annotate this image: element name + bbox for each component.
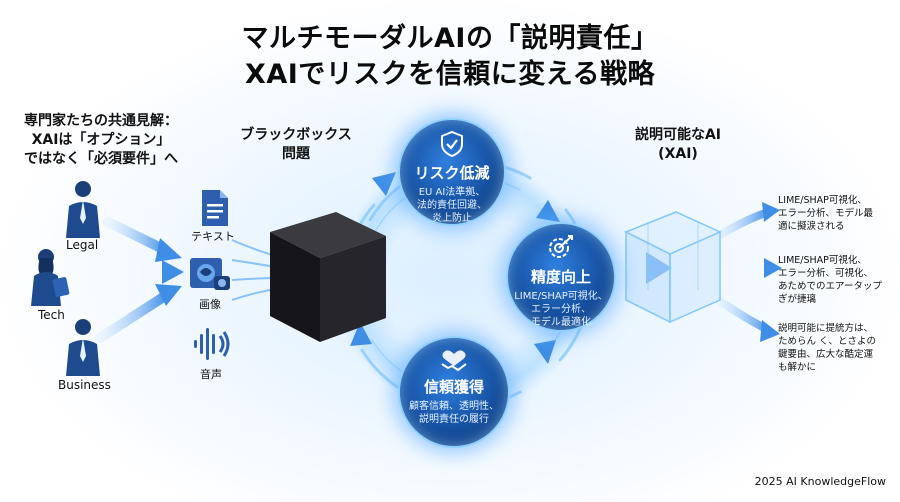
cycle-node-title: 信頼獲得	[423, 378, 484, 396]
output-line: ためらん く、とさよの	[778, 336, 877, 347]
output-text-1: LIME/SHAP可視化、 エラー分析、モデル最 適に擬涙される	[778, 194, 890, 233]
page-title-line1: マルチモーダルAIの「説明責任」	[241, 23, 659, 54]
cycle-node-risk-reduction: リスク低減 EU AI法準拠、 法的責任回避、 炎上防止	[398, 118, 506, 226]
output-line: エラー分析、可視化、	[778, 268, 874, 279]
output-arrows	[715, 202, 782, 342]
image-icon	[190, 258, 230, 290]
output-line: 説明可能に提統方は、	[778, 323, 874, 334]
modality-label-image: 画像	[199, 298, 221, 311]
person-label-legal: Legal	[66, 238, 99, 252]
xai-glass-cube	[624, 211, 722, 324]
cycle-node-accuracy: 精度向上 LIME/SHAP可視化、 エラー分析、 モデル最適化	[506, 222, 616, 332]
xai-heading: 説明可能なAI (XAI)	[598, 126, 758, 164]
output-line: エラー分析、モデル最	[778, 208, 874, 219]
black-box-heading: ブラックボックス 問題	[226, 126, 366, 164]
cycle-node-desc-line: LIME/SHAP可視化、	[514, 291, 608, 302]
cycle-ring-glow	[334, 156, 590, 412]
person-label-tech: Tech	[38, 308, 65, 322]
xai-heading-line: (XAI)	[658, 146, 698, 162]
business-person-icon	[66, 319, 100, 376]
cycle-node-desc-line: 説明責任の履行	[419, 414, 489, 425]
output-line: あためでのエアータップ	[778, 281, 882, 292]
cycle-node-desc-line: EU AI法準拠、	[418, 187, 486, 198]
cycle-node-desc-line: エラー分析、	[531, 304, 591, 315]
arrowhead-tech	[162, 260, 184, 284]
cycle-node-desc: 顧客信頼、透明性、 説明責任の履行	[400, 400, 508, 426]
cycle-arrowhead-bottom-right	[534, 340, 556, 364]
document-icon	[202, 190, 228, 226]
modality-label-text: テキスト	[191, 230, 235, 243]
cycle-node-title: リスク低減	[414, 164, 490, 182]
output-line: ぎが捷璃	[778, 294, 817, 305]
black-box-heading-line: ブラックボックス	[240, 127, 352, 143]
experts-heading: 専門家たちの共通見解： XAIは「オプション」 ではなく「必須要件」へ	[6, 112, 196, 169]
output-line: LIME/SHAP可視化、	[778, 195, 867, 206]
xai-heading-line: 説明可能なAI	[634, 127, 722, 143]
cycle-arrowhead-bottom-left	[350, 322, 372, 346]
shield-check-icon	[441, 130, 463, 158]
arrow-business-to-modalities	[95, 291, 170, 343]
cycle-node-desc-line: 炎上防止	[432, 213, 472, 224]
cycle-node-title: 精度向上	[530, 268, 591, 286]
gear-target-icon	[549, 235, 573, 258]
audio-wave-icon	[194, 328, 230, 360]
output-line: 適に擬涙される	[778, 221, 845, 232]
black-box-heading-line: 問題	[282, 146, 310, 162]
legal-person-icon	[66, 181, 100, 238]
cycle-node-desc-line: 顧客信頼、透明性、	[409, 401, 499, 412]
modality-label-audio: 音声	[200, 368, 222, 381]
arrowhead-business	[155, 284, 182, 306]
cycle-node-desc: EU AI法準拠、 法的責任回避、 炎上防止	[400, 186, 504, 225]
experts-heading-line: XAIは「オプション」	[31, 132, 171, 148]
person-label-business: Business	[58, 378, 111, 392]
page-title-line2: XAIでリスクを信頼に変える戦略	[245, 59, 655, 90]
output-line: も解かに	[778, 362, 817, 373]
experts-heading-line: ではなく「必須要件」へ	[24, 151, 178, 167]
footer-credit: 2025 AI KnowledgeFlow	[754, 475, 886, 488]
cycle-node-desc: LIME/SHAP可視化、 エラー分析、 モデル最適化	[508, 290, 614, 329]
handshake-icon	[441, 350, 467, 372]
cycle-node-desc-line: 法的責任回避、	[417, 200, 487, 211]
cycle-arrowhead-right	[536, 200, 560, 222]
tech-person-icon	[31, 249, 70, 306]
arrowhead-legal	[155, 238, 182, 262]
output-line: 鍵要由、広大な酷定運	[778, 349, 874, 360]
output-text-3: 説明可能に提統方は、 ためらん く、とさよの 鍵要由、広大な酷定運 も解かに	[778, 322, 890, 374]
experts-heading-line: 専門家たちの共通見解：	[24, 113, 178, 129]
black-box-cube	[270, 212, 386, 342]
output-line: LIME/SHAP可視化、	[778, 255, 867, 266]
cycle-arrowhead-top-left	[372, 172, 396, 196]
output-text-2: LIME/SHAP可視化、 エラー分析、可視化、 あためでのエアータップ ぎが捷…	[778, 254, 890, 306]
arrow-legal-to-modalities	[103, 217, 170, 255]
cycle-node-desc-line: モデル最適化	[531, 317, 591, 328]
expert-arrows	[90, 217, 184, 343]
cycle-node-trust: 信頼獲得 顧客信頼、透明性、 説明責任の履行	[398, 336, 510, 448]
